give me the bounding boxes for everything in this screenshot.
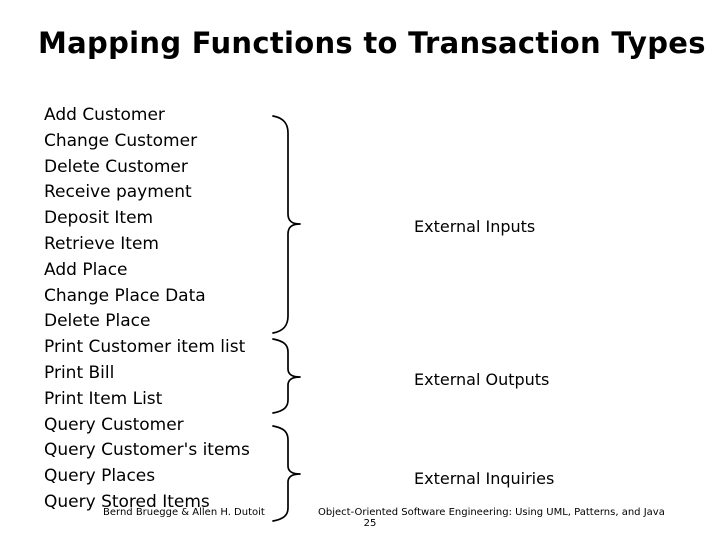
- list-item: Print Bill: [44, 362, 115, 383]
- category-label-external-inquiries: External Inquiries: [414, 469, 555, 488]
- list-item: Retrieve Item: [44, 233, 159, 254]
- list-item: Query Stored Items: [44, 491, 210, 512]
- list-item: Add Customer: [44, 105, 165, 125]
- list-item: Receive payment: [44, 182, 192, 203]
- list-item: Query Places: [44, 466, 156, 487]
- list-item: Deposit Item: [44, 208, 154, 229]
- list-item: Query Customer: [44, 414, 184, 435]
- category-label-external-inputs: External Inputs: [414, 217, 536, 236]
- list-item: Delete Place: [44, 311, 151, 332]
- category-label-external-outputs: External Outputs: [414, 370, 550, 389]
- function-list: Add Customer Change Customer Delete Cust…: [44, 103, 284, 516]
- footer-page-number: 25: [363, 518, 377, 529]
- list-item: Change Customer: [44, 130, 198, 151]
- list-item: Delete Customer: [44, 156, 188, 177]
- list-item: Query Customer's items: [44, 440, 250, 461]
- footer-book-title: Object-Oriented Software Engineering: Us…: [318, 507, 665, 518]
- list-item: Change Place Data: [44, 285, 206, 306]
- list-item: Print Customer item list: [44, 337, 246, 358]
- footer-authors: Bernd Bruegge & Allen H. Dutoit: [103, 507, 265, 518]
- page-title: Mapping Functions to Transaction Types: [38, 26, 706, 60]
- list-item: Add Place: [44, 259, 128, 280]
- list-item: Print Item List: [44, 388, 163, 409]
